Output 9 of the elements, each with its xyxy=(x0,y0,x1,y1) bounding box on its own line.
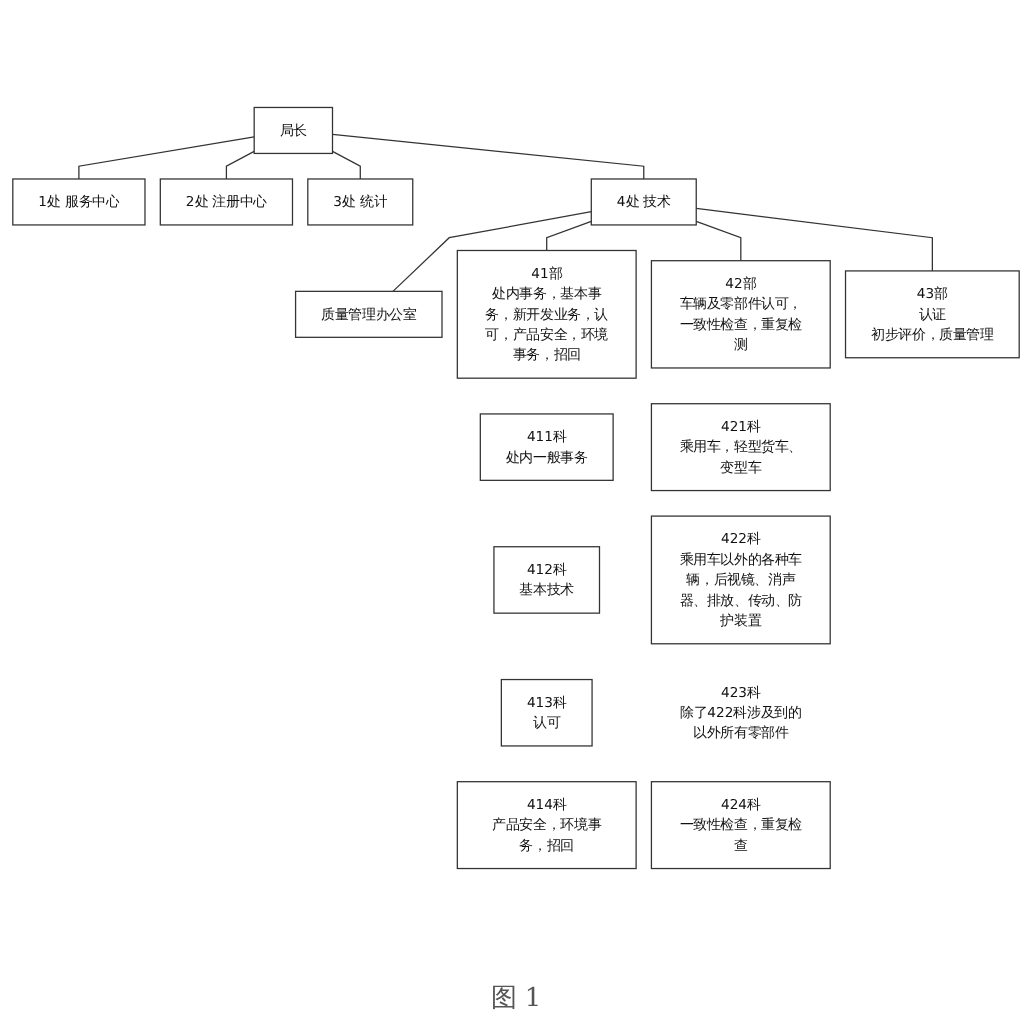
connector xyxy=(331,150,361,180)
connector xyxy=(546,220,592,252)
connector xyxy=(225,150,255,180)
connector xyxy=(695,207,933,272)
connector xyxy=(695,220,742,262)
connector xyxy=(331,133,645,180)
connector xyxy=(78,136,255,180)
figure-caption: 图 1 xyxy=(490,982,542,1016)
connector xyxy=(392,210,592,292)
